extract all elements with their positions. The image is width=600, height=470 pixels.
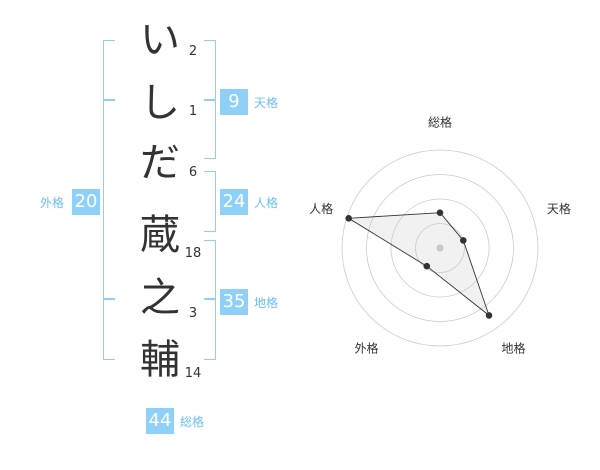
gaikaku-bracket	[103, 40, 115, 360]
gaikaku-label: 外格	[40, 196, 65, 210]
jinkaku-badge: 24	[220, 189, 248, 215]
stroke-count-4: 18	[184, 246, 202, 261]
radar-ring-3	[366, 174, 514, 322]
gaikaku-bracket-tick-lower	[103, 298, 115, 300]
chikaku-label: 地格	[254, 296, 279, 310]
tenkaku-bracket-tick	[204, 99, 216, 101]
gaikaku-bracket-tick-upper	[103, 99, 115, 101]
stroke-count-3: 6	[188, 165, 198, 180]
soukaku-label: 総格	[180, 415, 205, 429]
radar-axis-label-5: 人格	[309, 201, 333, 216]
radar-axis-label-3: 地格	[501, 341, 525, 356]
radar-point-5	[345, 215, 353, 222]
radar-ring-4	[341, 149, 539, 347]
radar-point-2	[460, 237, 467, 244]
chikaku-badge: 35	[220, 289, 248, 315]
stroke-count-2: 1	[188, 104, 198, 119]
radar-ring-2	[390, 198, 490, 298]
soukaku-badge: 44	[146, 408, 174, 434]
name-char-5: 之	[140, 275, 180, 321]
name-char-2: し	[140, 80, 180, 126]
radar-center	[436, 244, 444, 252]
radar-point-4	[423, 262, 431, 270]
stroke-count-5: 3	[188, 306, 198, 321]
name-char-6: 輔	[140, 337, 180, 383]
chikaku-bracket	[204, 240, 216, 360]
radar-axis-label-2: 天格	[547, 201, 571, 216]
radar-axis-label-1: 総格	[428, 115, 452, 130]
tenkaku-label: 天格	[254, 96, 279, 110]
radar-point-1	[436, 209, 444, 216]
radar-series-shape	[347, 212, 490, 317]
jinkaku-bracket	[204, 171, 216, 232]
radar-point-3	[485, 312, 493, 319]
radar-ring-1	[415, 223, 465, 273]
stroke-count-6: 14	[184, 366, 202, 381]
gaikaku-badge: 20	[72, 189, 100, 215]
chikaku-bracket-tick	[204, 298, 216, 300]
name-char-4: 蔵	[140, 212, 180, 258]
stroke-count-1: 2	[188, 44, 198, 59]
name-char-3: だ	[140, 140, 180, 186]
radar-axis-label-4: 外格	[354, 341, 378, 356]
jinkaku-label: 人格	[254, 196, 279, 210]
tenkaku-badge: 9	[220, 89, 248, 115]
name-char-1: い	[140, 17, 180, 63]
